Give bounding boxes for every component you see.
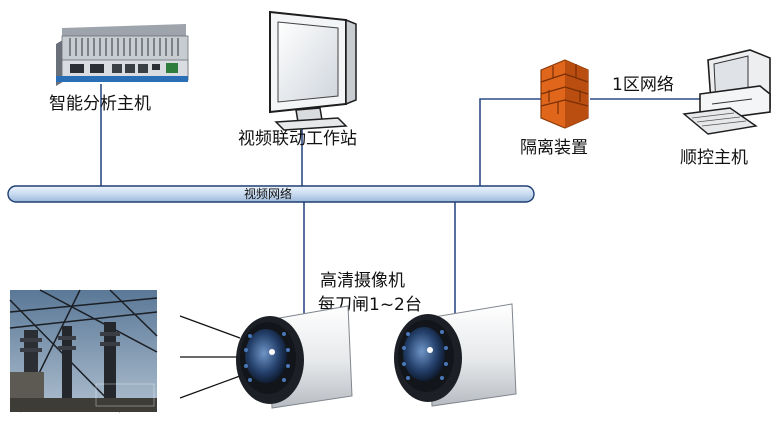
analysis-host-label: 智能分析主机 — [49, 94, 151, 114]
camera-1 — [236, 305, 353, 409]
isolation-label: 隔离装置 — [520, 138, 588, 158]
link-isolation — [479, 98, 545, 188]
workstation-monitor — [269, 10, 357, 131]
video-network-bus: 视频网络 — [7, 185, 535, 203]
connection-lines — [100, 84, 710, 322]
camera-note-line1: 高清摄像机 — [320, 271, 405, 291]
camera-2 — [394, 303, 517, 407]
zone1-label: 1区网络 — [612, 75, 674, 95]
isolation-firewall — [540, 59, 589, 129]
control-host-label: 顺控主机 — [680, 148, 748, 168]
view-lines — [179, 315, 241, 399]
workstation-label: 视频联动工作站 — [238, 129, 357, 149]
analysis-host-device — [56, 24, 189, 86]
control-host-pc — [682, 49, 771, 135]
substation-photo — [9, 289, 158, 413]
bus-label: 视频网络 — [244, 186, 292, 201]
